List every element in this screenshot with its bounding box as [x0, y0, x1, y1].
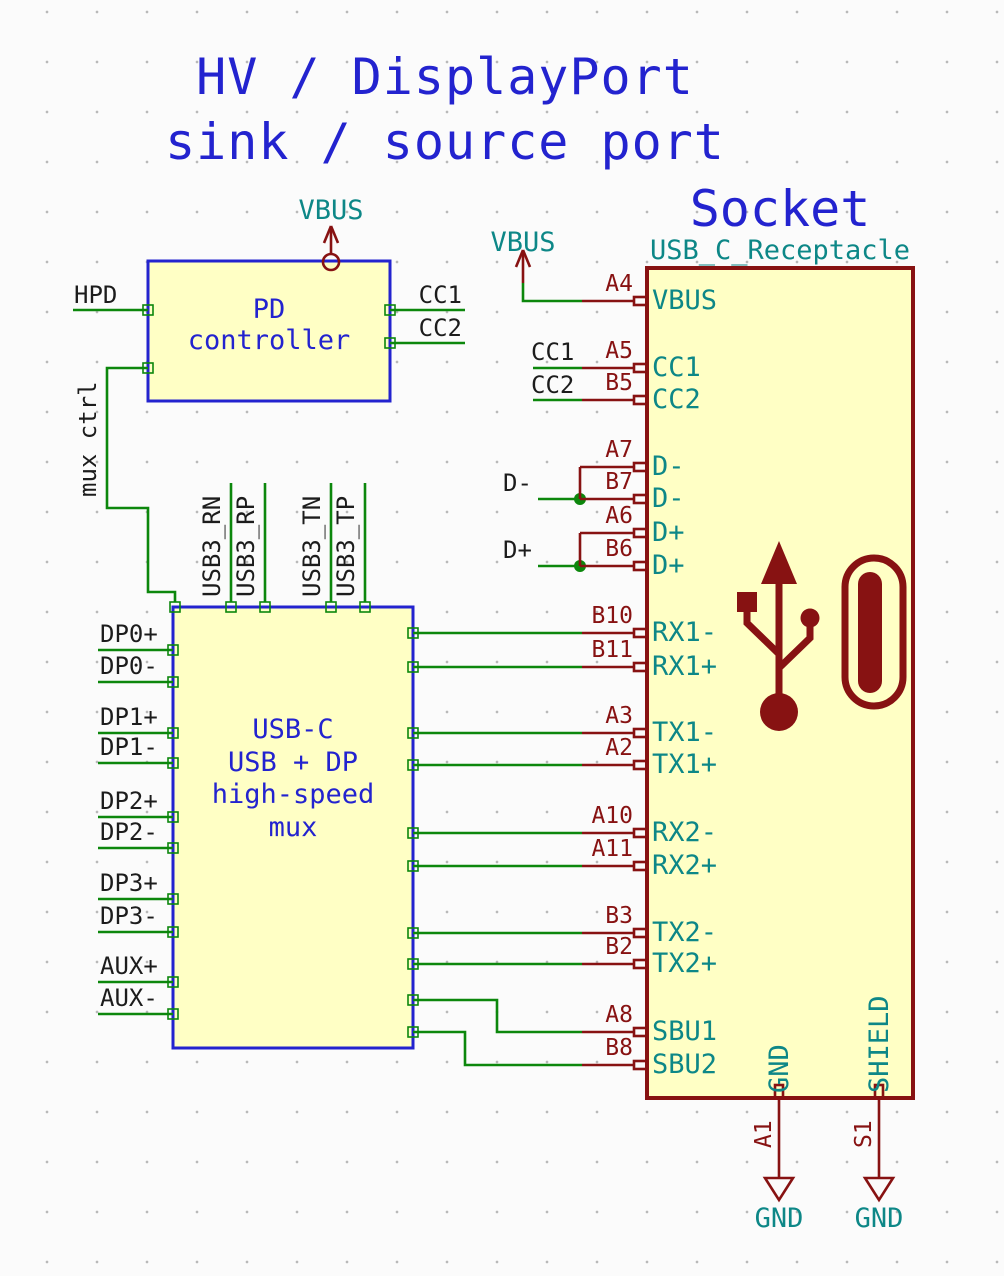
- pd-label-line2: controller: [187, 325, 351, 356]
- pin-number: B3: [605, 903, 633, 929]
- socket-part-name: USB_C_Receptacle: [649, 235, 911, 266]
- pin-number: B7: [605, 469, 633, 495]
- pin-name: RX2+: [652, 850, 718, 881]
- pin-number-a1: A1: [751, 1120, 777, 1148]
- net-label-cc2-pd: CC2: [418, 314, 462, 342]
- net-label-dp1p: DP1+: [100, 703, 158, 731]
- pin-name: CC2: [652, 384, 701, 415]
- net-label-auxp: AUX+: [100, 952, 158, 980]
- pin-number: A4: [605, 271, 633, 297]
- net-label-d-plus: D+: [503, 536, 532, 564]
- pd-controller-outline: [146, 259, 392, 403]
- net-label-dp0n: DP0-: [100, 652, 158, 680]
- net-label-dp2n: DP2-: [100, 818, 158, 846]
- mux-outline: [171, 605, 415, 1050]
- pin-number: A2: [605, 735, 633, 761]
- usb-logo-icon: [737, 541, 820, 731]
- pin-name: RX1+: [652, 651, 718, 682]
- pin-name: TX2-: [652, 917, 718, 948]
- pin-name: SBU1: [652, 1016, 718, 1047]
- net-label-auxn: AUX-: [100, 984, 158, 1012]
- net-label-cc2-socket: CC2: [531, 371, 575, 399]
- pin-number: B6: [605, 536, 633, 562]
- pin-name: VBUS: [652, 285, 718, 316]
- pin-name: TX1+: [652, 749, 718, 780]
- net-label-dp3n: DP3-: [100, 902, 158, 930]
- pin-number: B10: [591, 603, 633, 629]
- pin-name: D-: [652, 451, 685, 482]
- power-label-vbus-socket: VBUS: [490, 227, 556, 258]
- mux-label-line4: mux: [268, 812, 318, 843]
- pin-number: B8: [605, 1035, 633, 1061]
- pin-name: RX1-: [652, 617, 718, 648]
- usb-logo-branches: [743, 610, 814, 671]
- vbus-power-pd: [321, 225, 341, 272]
- vbus-power-socket: [514, 249, 532, 283]
- power-label-vbus-pd: VBUS: [298, 195, 364, 226]
- socket-pins: [578, 295, 885, 1178]
- pin-name-gnd: GND: [764, 1044, 795, 1093]
- gnd-symbols: [762, 1176, 896, 1203]
- pin-number: B5: [605, 370, 633, 396]
- mux-label-line2: USB + DP: [227, 747, 359, 778]
- usbc-connector-icon: [841, 554, 907, 710]
- net-label-usb3-tn: USB3_TN: [298, 495, 326, 597]
- net-label-hpd: HPD: [74, 281, 118, 309]
- socket-heading: Socket: [689, 180, 871, 238]
- net-label-mux-ctrl: mux ctrl: [74, 381, 102, 497]
- gnd-label-right: GND: [854, 1203, 904, 1234]
- net-label-usb3-rp: USB3_RP: [232, 495, 260, 597]
- net-label-usb3-tp: USB3_TP: [332, 495, 360, 597]
- pd-label-line1: PD: [252, 294, 286, 325]
- pin-name: D+: [652, 517, 685, 548]
- sheet-title-line2: sink / source port: [165, 113, 725, 171]
- net-label-usb3-rn: USB3_RN: [198, 495, 226, 597]
- net-label-dp0p: DP0+: [100, 620, 158, 648]
- pin-number: A7: [605, 437, 633, 463]
- pin-name: CC1: [652, 352, 701, 383]
- pin-number: B2: [605, 934, 633, 960]
- pin-number: A11: [591, 836, 633, 862]
- net-label-cc1-socket: CC1: [531, 338, 575, 366]
- pin-name: TX1-: [652, 717, 718, 748]
- sheet-title-line1: HV / DisplayPort: [196, 48, 694, 106]
- net-label-dp3p: DP3+: [100, 869, 158, 897]
- net-label-dp2p: DP2+: [100, 787, 158, 815]
- pin-name: RX2-: [652, 817, 718, 848]
- pin-number: A3: [605, 703, 633, 729]
- pin-name: SBU2: [652, 1049, 718, 1080]
- pin-number: B11: [591, 637, 633, 663]
- mux-label-line3: high-speed: [211, 779, 375, 810]
- wires: [73, 283, 582, 1067]
- pin-number: A6: [605, 503, 633, 529]
- pin-name: D+: [652, 550, 685, 581]
- pin-number: A5: [605, 338, 633, 364]
- component-pin-squares: [142, 304, 419, 1038]
- gnd-label-left: GND: [754, 1203, 804, 1234]
- pin-number: A8: [605, 1002, 633, 1028]
- mux-label-line1: USB-C: [252, 714, 334, 745]
- net-label-d-minus: D-: [503, 469, 532, 497]
- pin-name-shield: SHIELD: [864, 995, 895, 1093]
- pin-name: D-: [652, 483, 685, 514]
- pin-number-s1: S1: [851, 1120, 877, 1148]
- net-label-dp1n: DP1-: [100, 733, 158, 761]
- pin-number: A10: [591, 803, 633, 829]
- pin-name: TX2+: [652, 948, 718, 979]
- net-label-cc1-pd: CC1: [418, 281, 462, 309]
